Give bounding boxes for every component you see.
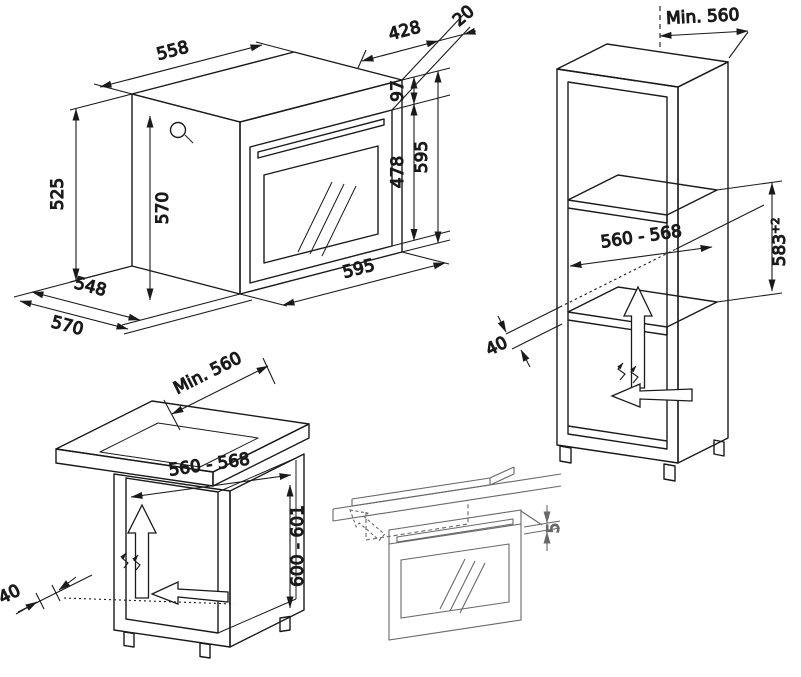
heat-squiggle-icon: [617, 362, 626, 381]
dim-label-5: 5: [544, 523, 564, 534]
dim-hob-clearance: 5: [520, 505, 565, 551]
dim-label-428: 428: [387, 17, 423, 44]
dim-tall-niche-width: 560 - 568: [569, 221, 713, 268]
base-cabinet-body: [55, 400, 310, 659]
glass-reflection-lines: [439, 558, 486, 614]
oven-front: [388, 509, 522, 641]
dim-label-20: 20: [449, 2, 478, 31]
vent-left-arrow-icon: [610, 383, 693, 408]
dim-label-595-width: 595: [341, 255, 377, 282]
dim-base-min-depth: Min. 560: [163, 348, 276, 431]
hob-slab: [351, 466, 515, 507]
dim-label-min560-tall: Min. 560: [666, 5, 740, 29]
hob-hidden-cutout: [365, 501, 469, 541]
dim-label-525: 525: [48, 178, 68, 210]
oven-side-face: [131, 93, 241, 295]
tall-cabinet-view: Min. 560 560 - 568 583+2 40: [482, 5, 791, 482]
dim-label-583: 583+2: [769, 218, 790, 267]
vent-up-arrow-icon: [622, 285, 654, 389]
vent-up-arrow-icon: [126, 503, 158, 599]
cabinet-side-face: [677, 61, 729, 464]
airflow-arrows-base: [120, 503, 229, 605]
oven-control-line: [388, 523, 522, 545]
cabinet-front-face: [556, 68, 679, 464]
dim-tall-niche-height: 583+2: [716, 180, 791, 303]
oven-handle: [257, 118, 385, 159]
dim-label-560-568-base: 560 - 568: [167, 449, 251, 480]
oven-top-face: [131, 51, 403, 123]
base-front-face: [113, 473, 231, 648]
oven-isometric-view: 558 428 20 97 478 595 525 570: [13, 1, 479, 340]
heat-squiggle-icon: [132, 554, 141, 571]
dim-label-97: 97: [388, 80, 408, 102]
base-cabinet-view: Min. 560 560 - 568 600 - 601 40: [0, 348, 310, 659]
cabinet-feet: [559, 439, 725, 482]
dim-label-560-568-tall: 560 - 568: [599, 221, 683, 252]
dim-oven-depths: 548 570: [13, 265, 253, 340]
dim-label-40-tall: 40: [483, 333, 511, 360]
dim-label-min560-base: Min. 560: [170, 348, 245, 399]
heat-squiggle-icon: [630, 365, 639, 384]
worktop-cutout-outline: [99, 422, 259, 468]
airflow-arrows-tall: [610, 285, 693, 408]
dim-oven-top-width: 558: [93, 37, 295, 95]
cabinet-top-face: [556, 43, 729, 88]
dim-label-595-height: 595: [412, 141, 432, 173]
insert-arrow-icon: [349, 509, 386, 542]
oven-body: [131, 51, 403, 295]
dim-oven-left-heights: 525 570: [47, 93, 174, 301]
oven-under-hob: [388, 509, 522, 641]
dim-tall-min-depth: Min. 560: [659, 5, 749, 59]
oven-door-glass: [263, 145, 379, 264]
shelf-upper: [567, 174, 718, 224]
base-feet: [123, 615, 291, 659]
oven-door-glass: [400, 543, 510, 619]
side-vent-hole-icon: [169, 121, 187, 139]
dim-label-548: 548: [72, 273, 108, 300]
base-side-face: [229, 453, 305, 648]
oven-handle: [396, 518, 514, 543]
worktop-section: [332, 466, 562, 542]
cabinet-floor-edge: [567, 425, 668, 442]
dim-label-570-side: 570: [153, 192, 173, 224]
vent-left-arrow-icon: [150, 580, 229, 605]
hob-detail-view: 5: [332, 466, 565, 641]
dim-label-558: 558: [155, 37, 191, 64]
heat-squiggle-icon: [120, 552, 129, 569]
dim-base-niche-height: 600 - 601: [286, 484, 309, 609]
tall-cabinet-body: [556, 43, 729, 482]
dim-label-478: 478: [388, 156, 408, 188]
cabinet-opening: [567, 81, 668, 450]
dim-label-40-base: 40: [0, 581, 24, 609]
dim-label-600-601: 600 - 601: [288, 505, 308, 587]
glass-reflection-lines: [297, 181, 357, 257]
dim-oven-front-width: 595: [239, 251, 450, 307]
dim-oven-right-heights: 97 478 595: [387, 67, 451, 253]
